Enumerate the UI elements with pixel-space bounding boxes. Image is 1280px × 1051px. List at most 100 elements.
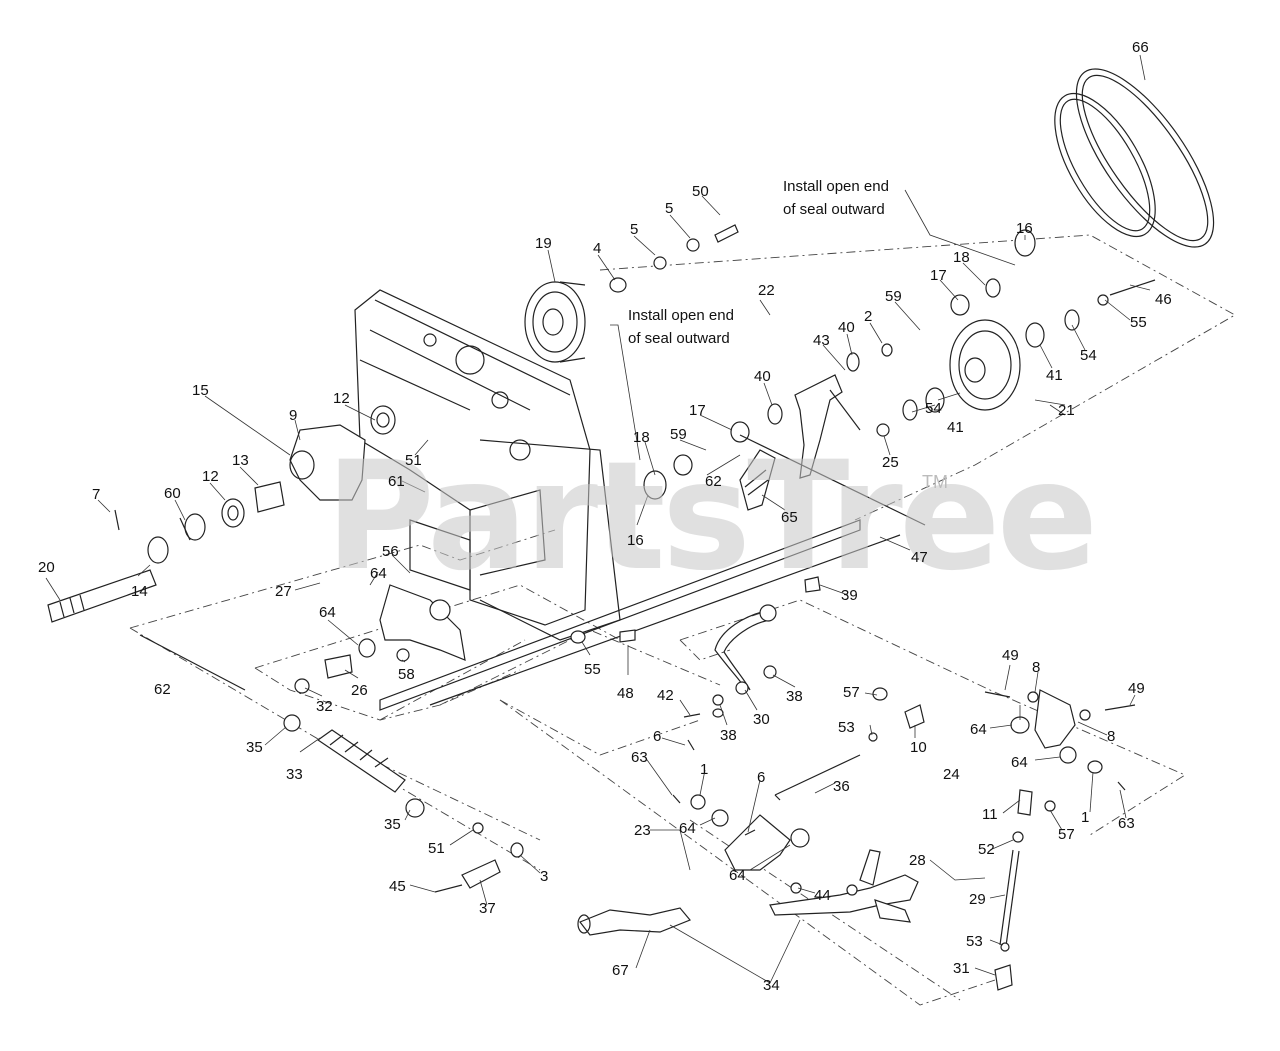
callout-63-left[interactable]: 63 [631,749,648,766]
callout-51-lower[interactable]: 51 [428,840,445,857]
callout-40-lower[interactable]: 40 [754,368,771,385]
callout-39[interactable]: 39 [841,587,858,604]
callout-12-lower[interactable]: 12 [202,468,219,485]
callout-28[interactable]: 28 [909,852,926,869]
callout-37[interactable]: 37 [479,900,496,917]
callout-17-upper[interactable]: 17 [930,267,947,284]
callout-59-upper[interactable]: 59 [885,288,902,305]
callout-60[interactable]: 60 [164,485,181,502]
callout-5-lower[interactable]: 5 [630,221,638,238]
callout-6-upper[interactable]: 6 [653,728,661,745]
callout-67[interactable]: 67 [612,962,629,979]
callout-1-right[interactable]: 1 [1081,809,1089,826]
callout-42[interactable]: 42 [657,687,674,704]
callout-25[interactable]: 25 [882,454,899,471]
callout-22[interactable]: 22 [758,282,775,299]
note-install-seal-upper-1: Install open end [783,178,889,195]
part-shapes [47,68,1215,991]
callout-16-lower[interactable]: 16 [627,532,644,549]
callout-55-upper[interactable]: 55 [1130,314,1147,331]
callout-36[interactable]: 36 [833,778,850,795]
callout-50[interactable]: 50 [692,183,709,200]
callout-51-upper[interactable]: 51 [405,452,422,469]
callout-41-right[interactable]: 41 [1046,367,1063,384]
callout-34[interactable]: 34 [763,977,780,994]
callout-64-center[interactable]: 64 [679,820,696,837]
callout-33[interactable]: 33 [286,766,303,783]
callout-26[interactable]: 26 [351,682,368,699]
callout-15[interactable]: 15 [192,382,209,399]
callout-44[interactable]: 44 [814,887,831,904]
callout-45[interactable]: 45 [389,878,406,895]
callout-64-right[interactable]: 64 [970,721,987,738]
watermark-text: PartsTree [325,430,1094,604]
callout-53-upper[interactable]: 53 [838,719,855,736]
callout-18-lower[interactable]: 18 [633,429,650,446]
callout-31[interactable]: 31 [953,960,970,977]
callout-56[interactable]: 56 [382,543,399,560]
callout-4[interactable]: 4 [593,240,601,257]
callout-1-left[interactable]: 1 [700,761,708,778]
callout-52[interactable]: 52 [978,841,995,858]
callout-66[interactable]: 66 [1132,39,1149,56]
callout-5-upper[interactable]: 5 [665,200,673,217]
callout-54-right[interactable]: 54 [1080,347,1097,364]
callout-6-lower[interactable]: 6 [757,769,765,786]
callout-2[interactable]: 2 [864,308,872,325]
callout-49-right[interactable]: 49 [1128,680,1145,697]
callout-21[interactable]: 21 [1058,402,1075,419]
callout-41-left[interactable]: 41 [947,419,964,436]
callout-10[interactable]: 10 [910,739,927,756]
callout-32[interactable]: 62 [154,681,171,698]
callout-65[interactable]: 65 [781,509,798,526]
callout-17-lower[interactable]: 17 [689,402,706,419]
callout-18-upper[interactable]: 18 [953,249,970,266]
callout-9[interactable]: 9 [289,407,297,424]
callout-29[interactable]: 29 [969,891,986,908]
callout-38-left[interactable]: 38 [720,727,737,744]
callout-55-lower[interactable]: 55 [584,661,601,678]
callout-48[interactable]: 48 [617,685,634,702]
callout-12-upper[interactable]: 12 [333,390,350,407]
callout-20[interactable]: 20 [38,559,55,576]
callout-19[interactable]: 19 [535,235,552,252]
callout-24[interactable]: 24 [943,766,960,783]
callout-3[interactable]: 3 [540,868,548,885]
callout-30[interactable]: 30 [753,711,770,728]
callout-7[interactable]: 7 [92,486,100,503]
callout-47[interactable]: 47 [911,549,928,566]
callout-62-upper[interactable]: 62 [705,473,722,490]
callout-35-lower[interactable]: 35 [384,816,401,833]
callout-64-lower-right[interactable]: 64 [1011,754,1028,771]
callout-63-right[interactable]: 63 [1118,815,1135,832]
callout-64-left[interactable]: 64 [319,604,336,621]
spring-33-shape [316,729,406,793]
callout-49-left[interactable]: 49 [1002,647,1019,664]
callout-59-lower[interactable]: 59 [670,426,687,443]
callout-13[interactable]: 13 [232,452,249,469]
callout-35-upper[interactable]: 35 [246,739,263,756]
callout-62-lower[interactable]: 32 [316,698,333,715]
callout-57-lower[interactable]: 57 [1058,826,1075,843]
callout-14[interactable]: 14 [131,583,148,600]
callout-64-upper-left[interactable]: 64 [370,565,387,582]
callout-40-upper[interactable]: 40 [838,319,855,336]
callout-58[interactable]: 58 [398,666,415,683]
callout-8-upper[interactable]: 8 [1032,659,1040,676]
callout-11[interactable]: 11 [982,806,998,823]
callout-46[interactable]: 46 [1155,291,1172,308]
callout-64-lower[interactable]: 64 [729,867,746,884]
callout-38-right[interactable]: 38 [786,688,803,705]
group-outlines [129,234,1236,1006]
callout-57-upper[interactable]: 57 [843,684,860,701]
callout-27[interactable]: 27 [275,583,292,600]
callout-16-upper[interactable]: 16 [1016,220,1033,237]
callout-61[interactable]: 61 [388,473,405,490]
callout-43[interactable]: 43 [813,332,830,349]
callout-8-lower[interactable]: 8 [1107,728,1115,745]
callout-53-lower[interactable]: 53 [966,933,983,950]
callout-23[interactable]: 23 [634,822,651,839]
housing-9-shape [289,424,366,501]
callout-54-left[interactable]: 54 [925,400,942,417]
